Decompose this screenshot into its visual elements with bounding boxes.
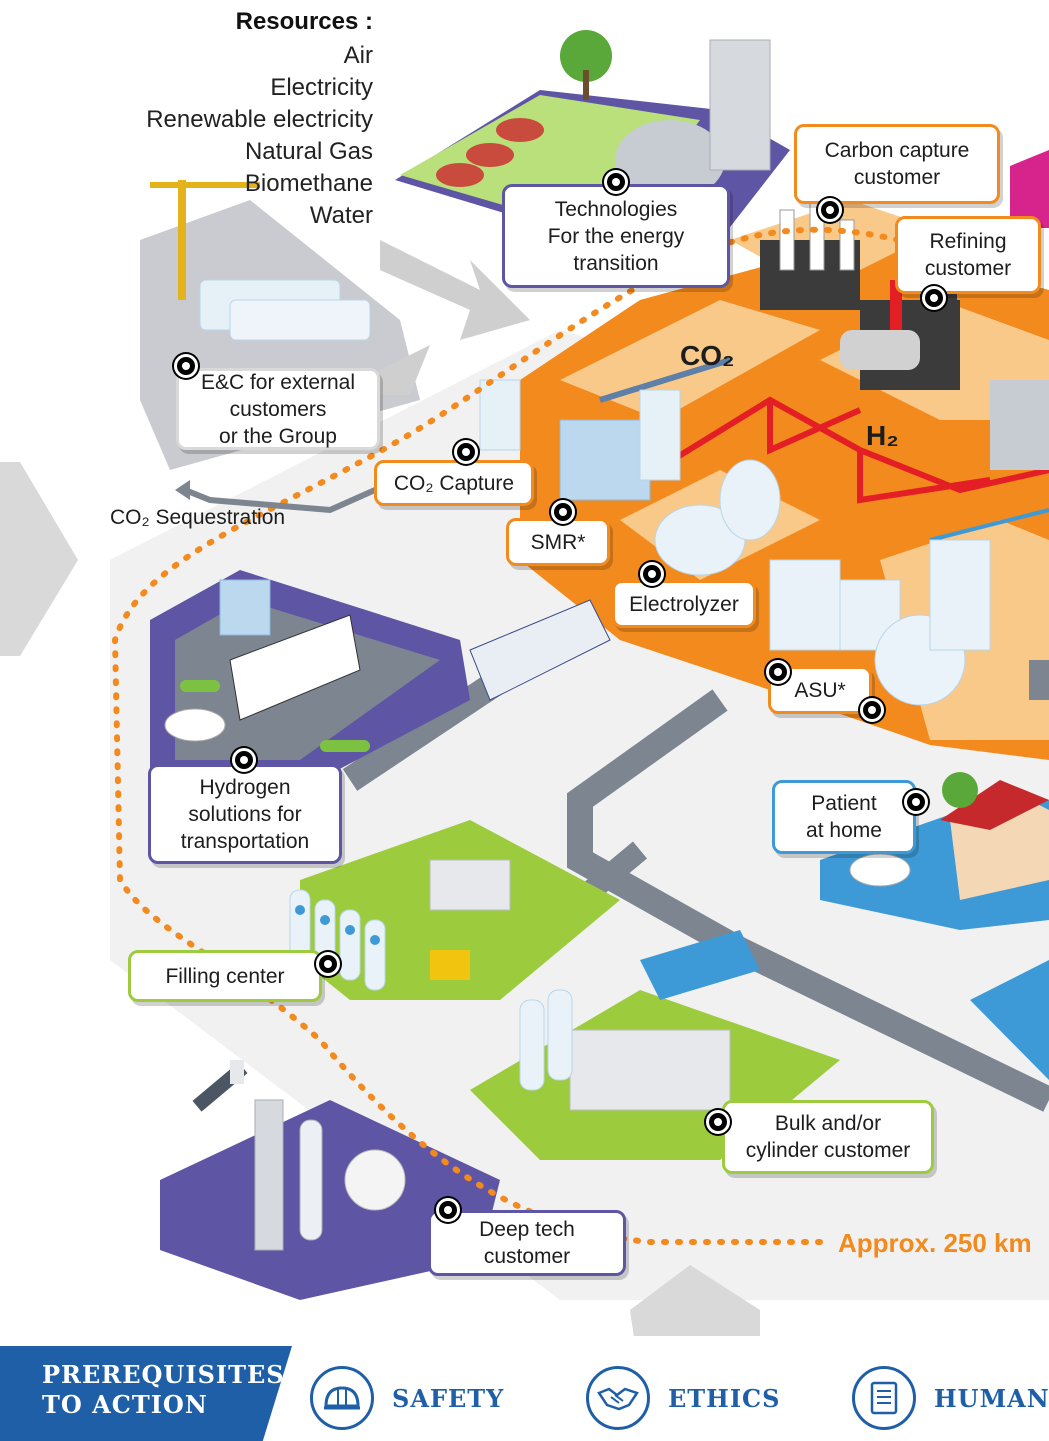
label-approx-distance: Approx. 250 km	[838, 1228, 1032, 1258]
label-co2-capture: CO₂ Capture	[374, 460, 534, 506]
bottom-arrow	[630, 1265, 760, 1345]
pillar-human-label: HUMAN	[934, 1383, 1049, 1413]
label-technologies: Technologies For the energy transition	[502, 184, 730, 288]
resources-title: Resources :	[235, 8, 373, 35]
label-patient-home: Patient at home	[772, 780, 916, 854]
resource-water: Water	[309, 202, 373, 229]
marker-asu-2	[860, 698, 884, 722]
resource-natural-gas: Natural Gas	[244, 138, 373, 165]
marker-bulk-customer	[706, 1110, 730, 1134]
label-h2-flow: H₂	[866, 420, 899, 451]
resource-arrow	[380, 240, 530, 340]
prerequisites-banner: PREREQUISITES TO ACTION	[0, 1346, 292, 1441]
marker-ec	[174, 354, 198, 378]
marker-carbon-capture	[818, 198, 842, 222]
label-ec-external: E&C for external customers or the Group	[176, 368, 380, 450]
marker-co2-capture	[454, 440, 478, 464]
resources-list: Air Electricity Renewable electricity Na…	[146, 40, 373, 232]
label-filling-center: Filling center	[128, 950, 322, 1002]
pillar-safety: SAFETY	[310, 1366, 504, 1430]
label-co2-flow: CO₂	[680, 340, 735, 371]
marker-filling-center	[316, 952, 340, 976]
pillar-ethics: ETHICS	[586, 1366, 781, 1430]
label-co2-sequestration: CO₂ Sequestration	[110, 506, 286, 529]
prereq-line-1: PREREQUISITES	[42, 1360, 285, 1389]
pillar-human: HUMAN	[852, 1366, 1049, 1430]
label-hydrogen-transport: Hydrogen solutions for transportation	[148, 764, 342, 864]
label-smr: SMR*	[506, 518, 610, 566]
pillar-ethics-label: ETHICS	[668, 1383, 781, 1413]
deep-tech-zone	[160, 1100, 500, 1300]
road-ring	[567, 689, 1049, 1112]
marker-asu	[766, 660, 790, 684]
label-deep-tech: Deep tech customer	[428, 1210, 626, 1276]
label-refining-customer: Refining customer	[895, 216, 1041, 294]
label-bulk-customer: Bulk and/or cylinder customer	[722, 1100, 934, 1174]
label-carbon-capture-customer: Carbon capture customer	[794, 124, 1000, 204]
resource-air: Air	[343, 42, 373, 69]
helmet-icon	[310, 1366, 374, 1430]
marker-technologies	[604, 170, 628, 194]
marker-electrolyzer	[640, 562, 664, 586]
marker-smr	[551, 500, 575, 524]
label-asu: ASU*	[768, 666, 872, 714]
marker-hydrogen-transport	[232, 748, 256, 772]
resource-renewable-electricity: Renewable electricity	[146, 106, 373, 133]
marker-refining	[922, 286, 946, 310]
label-electrolyzer: Electrolyzer	[612, 580, 756, 628]
document-icon	[852, 1366, 916, 1430]
marker-deep-tech	[436, 1198, 460, 1222]
prereq-line-2: TO ACTION	[42, 1390, 208, 1419]
handshake-icon	[586, 1366, 650, 1430]
pillar-safety-label: SAFETY	[392, 1383, 505, 1413]
left-arrow-shape	[0, 462, 78, 656]
marker-patient-home	[904, 790, 928, 814]
resource-electricity: Electricity	[270, 74, 373, 101]
magenta-zone	[1010, 150, 1049, 228]
resource-biomethane: Biomethane	[244, 170, 373, 197]
